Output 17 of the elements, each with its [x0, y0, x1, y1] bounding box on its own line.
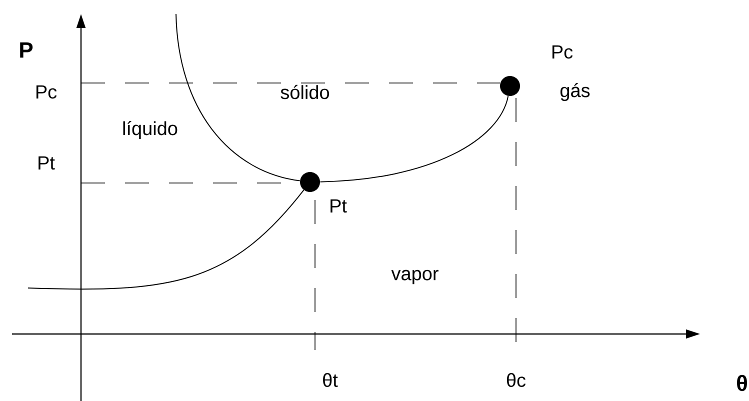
- phase-curve: [28, 190, 304, 290]
- point-marker: [300, 172, 320, 192]
- axis-label: θc: [506, 373, 526, 387]
- point-label: Pc: [552, 45, 573, 59]
- phase-curve: [176, 14, 300, 182]
- axis-label: θt: [323, 373, 338, 387]
- phase-curve: [320, 96, 509, 182]
- axis-label: θ: [737, 374, 747, 392]
- region-label: gás: [560, 83, 590, 101]
- region-label: líquido: [123, 121, 178, 139]
- axis-label: Pc: [36, 85, 57, 99]
- point-label: Pt: [330, 199, 347, 213]
- point-marker: [500, 76, 520, 96]
- region-label: sólido: [280, 84, 330, 100]
- region-label: vapor: [391, 270, 438, 284]
- axis-label: P: [20, 42, 33, 58]
- axis-label: Pt: [38, 156, 55, 170]
